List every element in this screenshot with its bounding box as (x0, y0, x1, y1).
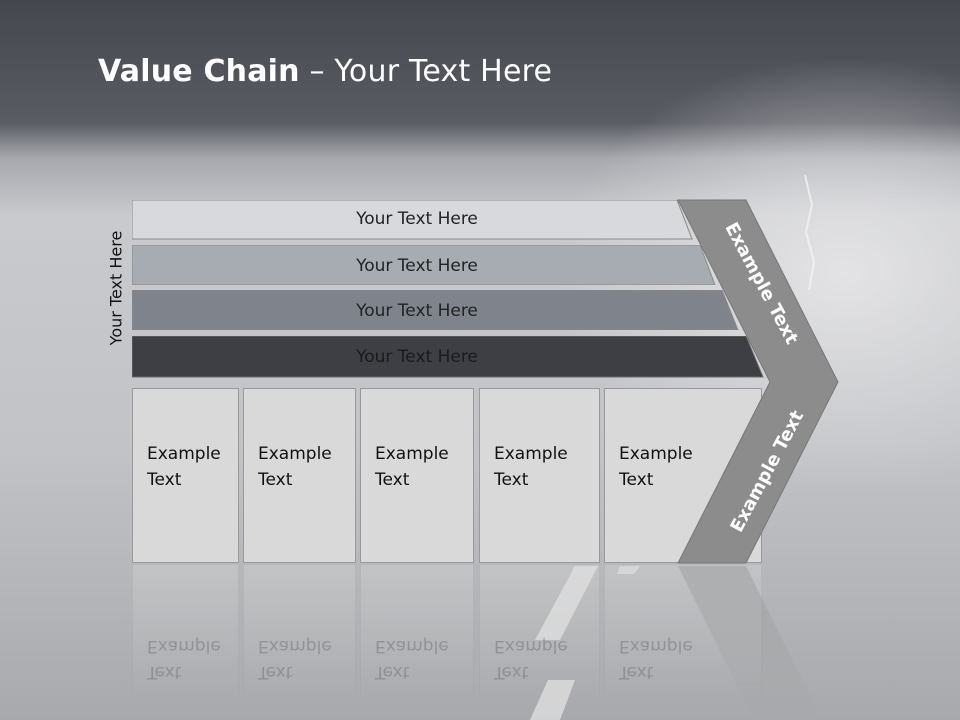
support-bar-1-label: Your Text Here (356, 209, 478, 229)
support-bar-3: Your Text Here (132, 290, 742, 330)
support-bar-4-label: Your Text Here (356, 347, 478, 367)
support-bar-4: Your Text Here (132, 336, 766, 378)
support-bar-1: Your Text Here (132, 200, 702, 240)
support-bar-2: Your Text Here (132, 245, 722, 285)
slide-title: Value Chain – Your Text Here (98, 54, 552, 89)
support-bar-3-label: Your Text Here (356, 301, 478, 321)
reflection-chevron (678, 566, 820, 716)
title-bold: Value Chain (98, 54, 300, 89)
title-rest: – Your Text Here (299, 54, 553, 89)
side-label: Your Text Here (106, 230, 126, 346)
margin-chevron (677, 199, 839, 564)
support-bar-2-label: Your Text Here (356, 256, 478, 276)
